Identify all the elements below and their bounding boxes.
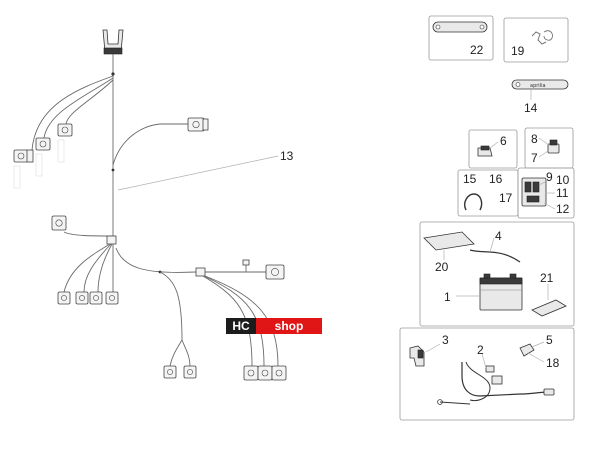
battery-group-box: 20 4 1 21 (419, 221, 575, 327)
trunk-junction-mid (111, 168, 115, 172)
callout-20: 20 (435, 260, 449, 274)
watermark-shop: shop (256, 318, 322, 334)
part-8-7-box: 8 7 (524, 127, 574, 169)
part-14-key: aprilia 14 (511, 79, 569, 115)
part-2-cable (437, 361, 555, 405)
cables-group-box: 3 2 5 18 (399, 327, 575, 421)
part-1-battery (479, 273, 523, 311)
part-19-box: 19 (503, 17, 569, 63)
callout-21: 21 (540, 271, 554, 285)
watermark-hc: HC (226, 318, 256, 334)
callout-16: 16 (489, 172, 503, 186)
connector-triple-right (243, 365, 287, 381)
connector-left-c (57, 123, 73, 137)
callout-17: 17 (499, 191, 513, 205)
callout-2: 2 (477, 343, 484, 357)
part-4-tube (469, 249, 521, 263)
callout-14: 14 (524, 101, 538, 115)
callout-13: 13 (280, 149, 294, 163)
callout-5: 5 (546, 333, 553, 347)
trunk-junction-top (111, 72, 115, 76)
connector-mid-left (51, 215, 67, 231)
connector-far-right (265, 264, 285, 280)
callout-19: 19 (511, 44, 525, 58)
harness-node-right (195, 267, 206, 277)
callout-12: 12 (556, 202, 570, 216)
part-9-12-box: 9 10 11 12 (517, 167, 575, 219)
leader-13 (117, 155, 279, 191)
part-20-mat (423, 231, 475, 251)
harness-node-lower (106, 235, 117, 245)
svg-text:aprilia: aprilia (530, 83, 546, 89)
part-21-sheet (531, 299, 567, 317)
connector-left-a (13, 149, 34, 163)
part-15-16-17-box: 15 16 17 (457, 169, 519, 217)
callout-9: 9 (546, 170, 553, 184)
callout-18: 18 (546, 356, 560, 370)
part-3-clamp (409, 345, 425, 367)
connector-upper-right (187, 117, 209, 132)
part-6-box: 6 (468, 129, 518, 169)
callout-10: 10 (556, 173, 570, 187)
part-22-box: 22 (428, 15, 494, 61)
callout-3: 3 (442, 333, 449, 347)
callout-4: 4 (495, 229, 502, 243)
callout-1: 1 (444, 290, 451, 304)
connector-row-left (57, 291, 119, 305)
callout-7: 7 (531, 151, 538, 165)
callout-22: 22 (470, 43, 484, 57)
top-multi-connector (102, 29, 124, 60)
callout-11: 11 (556, 186, 569, 200)
callout-8: 8 (531, 132, 538, 146)
main-harness (13, 29, 287, 381)
part-5-18-clip (519, 343, 535, 357)
hc-shop-watermark: HC shop (226, 318, 322, 334)
connector-pair-middle (163, 365, 197, 379)
connector-left-b (35, 137, 51, 151)
callout-6: 6 (500, 134, 507, 148)
callout-15: 15 (463, 172, 477, 186)
